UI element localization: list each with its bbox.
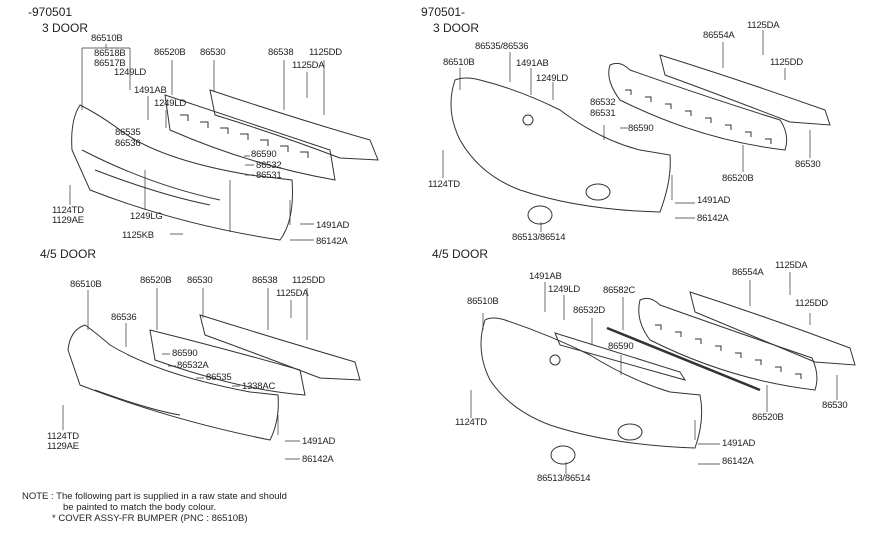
part-label[interactable]: 86520B <box>154 47 186 58</box>
part-label[interactable]: 86510B <box>91 33 123 44</box>
part-label[interactable]: 86142A <box>316 236 348 247</box>
part-label[interactable]: 1125DD <box>770 57 803 68</box>
part-label[interactable]: 1124TD <box>455 417 487 428</box>
bumper-grille-bracket-45door-new <box>554 332 687 381</box>
part-label[interactable]: 86590 <box>172 348 198 359</box>
bumper-cover-45door-old <box>67 324 279 441</box>
part-label[interactable]: 1491AB <box>134 85 167 96</box>
part-label[interactable]: 86520B <box>722 173 754 184</box>
note-line-3: * COVER ASSY-FR BUMPER (PNC : 86510B) <box>52 513 248 524</box>
part-label[interactable]: 86142A <box>722 456 754 467</box>
part-label[interactable]: 1125DA <box>292 60 325 71</box>
part-label[interactable]: 1125DD <box>795 298 828 309</box>
part-label[interactable]: 86510B <box>443 57 475 68</box>
bumper-cover-3door-new <box>450 77 671 225</box>
part-label[interactable]: 86535 <box>206 372 232 383</box>
part-label[interactable]: 86517B <box>94 58 126 69</box>
bumper-reinforcement-45door-old <box>199 314 361 381</box>
part-label[interactable]: 86510B <box>467 296 499 307</box>
part-label[interactable]: 1129AE <box>52 215 84 226</box>
part-label[interactable]: 1125KB <box>122 230 154 241</box>
bumper-absorber-3door-new <box>608 62 788 151</box>
part-label[interactable]: 86535 <box>115 127 141 138</box>
part-label[interactable]: 86531 <box>256 170 282 181</box>
part-label[interactable]: 86538 <box>252 275 278 286</box>
bumper-absorber-3door-old <box>164 94 336 181</box>
bumper-cover-45door-new <box>480 317 703 465</box>
part-label[interactable]: 86142A <box>302 454 334 465</box>
part-label[interactable]: 1124TD <box>47 431 79 442</box>
part-label[interactable]: 86535/86536 <box>475 41 529 52</box>
part-label[interactable]: 1491AD <box>316 220 350 231</box>
variant-label-3door: 3 DOOR <box>433 21 480 35</box>
part-label[interactable]: 86538 <box>268 47 294 58</box>
bumper-absorber-45door-new <box>638 297 818 391</box>
note-line-2: be painted to match the body colour. <box>63 502 217 513</box>
part-label[interactable]: 86532A <box>177 360 209 371</box>
part-label[interactable]: 1338AC <box>242 381 276 392</box>
part-label[interactable]: 86510B <box>70 279 102 290</box>
part-label[interactable]: 86554A <box>732 267 764 278</box>
part-label[interactable]: 1491AB <box>529 271 562 282</box>
part-label[interactable]: 86530 <box>187 275 213 286</box>
part-label[interactable]: 86520B <box>140 275 172 286</box>
part-label[interactable]: 86582C <box>603 285 636 296</box>
part-label[interactable]: 86532 <box>256 160 282 171</box>
bumper-reinforcement-45door-new <box>689 291 856 366</box>
part-label[interactable]: 1491AD <box>722 438 756 449</box>
note-line-1: NOTE : The following part is supplied in… <box>22 491 287 502</box>
part-label[interactable]: 1125DA <box>747 20 780 31</box>
part-label[interactable]: 1124TD <box>428 179 460 190</box>
part-label[interactable]: 86530 <box>795 159 821 170</box>
part-label[interactable]: 1129AE <box>47 441 79 452</box>
part-label[interactable]: 86590 <box>251 149 277 160</box>
part-label[interactable]: 1491AD <box>697 195 731 206</box>
variant-label-45door: 4/5 DOOR <box>40 247 97 261</box>
part-label[interactable]: 1249LD <box>154 98 187 109</box>
part-label[interactable]: 1125DD <box>292 275 325 286</box>
part-label[interactable]: 86530 <box>822 400 848 411</box>
fog-lamp-cover <box>527 205 553 225</box>
part-label[interactable]: 86554A <box>703 30 735 41</box>
bumper-reinforcement-3door-new <box>659 54 831 126</box>
part-label[interactable]: 86520B <box>752 412 784 423</box>
leader-lines-1 <box>69 44 325 241</box>
part-label[interactable]: 86530 <box>200 47 226 58</box>
bumper-molding-45door-new <box>606 326 761 392</box>
part-label[interactable]: 1125DA <box>775 260 808 271</box>
part-label[interactable]: 86513/86514 <box>512 232 566 243</box>
leader-lines-2 <box>442 30 811 232</box>
part-label[interactable]: 86532 <box>590 97 616 108</box>
leader-lines-4 <box>470 272 838 474</box>
part-label[interactable]: 86532D <box>573 305 606 316</box>
part-label[interactable]: 1249LG <box>130 211 163 222</box>
part-label[interactable]: 86513/86514 <box>537 473 591 484</box>
part-label[interactable]: 86518B <box>94 48 126 59</box>
part-label[interactable]: 1249LD <box>536 73 569 84</box>
period-label-post-970501: 970501- <box>421 5 466 19</box>
part-label[interactable]: 86590 <box>628 123 654 134</box>
part-label[interactable]: 86536 <box>115 138 141 149</box>
part-label[interactable]: 1125DA <box>276 288 309 299</box>
part-label[interactable]: 86590 <box>608 341 634 352</box>
bumper-cover-3door-old <box>71 104 293 241</box>
bumper-reinforcement-3door-old <box>209 89 379 161</box>
part-label[interactable]: 86536 <box>111 312 137 323</box>
variant-label-3door: 3 DOOR <box>42 21 89 35</box>
leader-lines-3 <box>62 288 308 460</box>
part-label[interactable]: 1125DD <box>309 47 342 58</box>
bumper-absorber-45door-old <box>149 329 306 396</box>
part-label[interactable]: 1124TD <box>52 205 84 216</box>
part-label[interactable]: 86531 <box>590 108 616 119</box>
part-label[interactable]: 86142A <box>697 213 729 224</box>
part-label[interactable]: 1249LD <box>548 284 581 295</box>
fog-lamp-cover <box>550 445 576 465</box>
part-label[interactable]: 1491AB <box>516 58 549 69</box>
part-label[interactable]: 1491AD <box>302 436 336 447</box>
part-label[interactable]: 1249LD <box>114 67 147 78</box>
period-label-pre-970501: -970501 <box>28 5 73 19</box>
variant-label-45door: 4/5 DOOR <box>432 247 489 261</box>
